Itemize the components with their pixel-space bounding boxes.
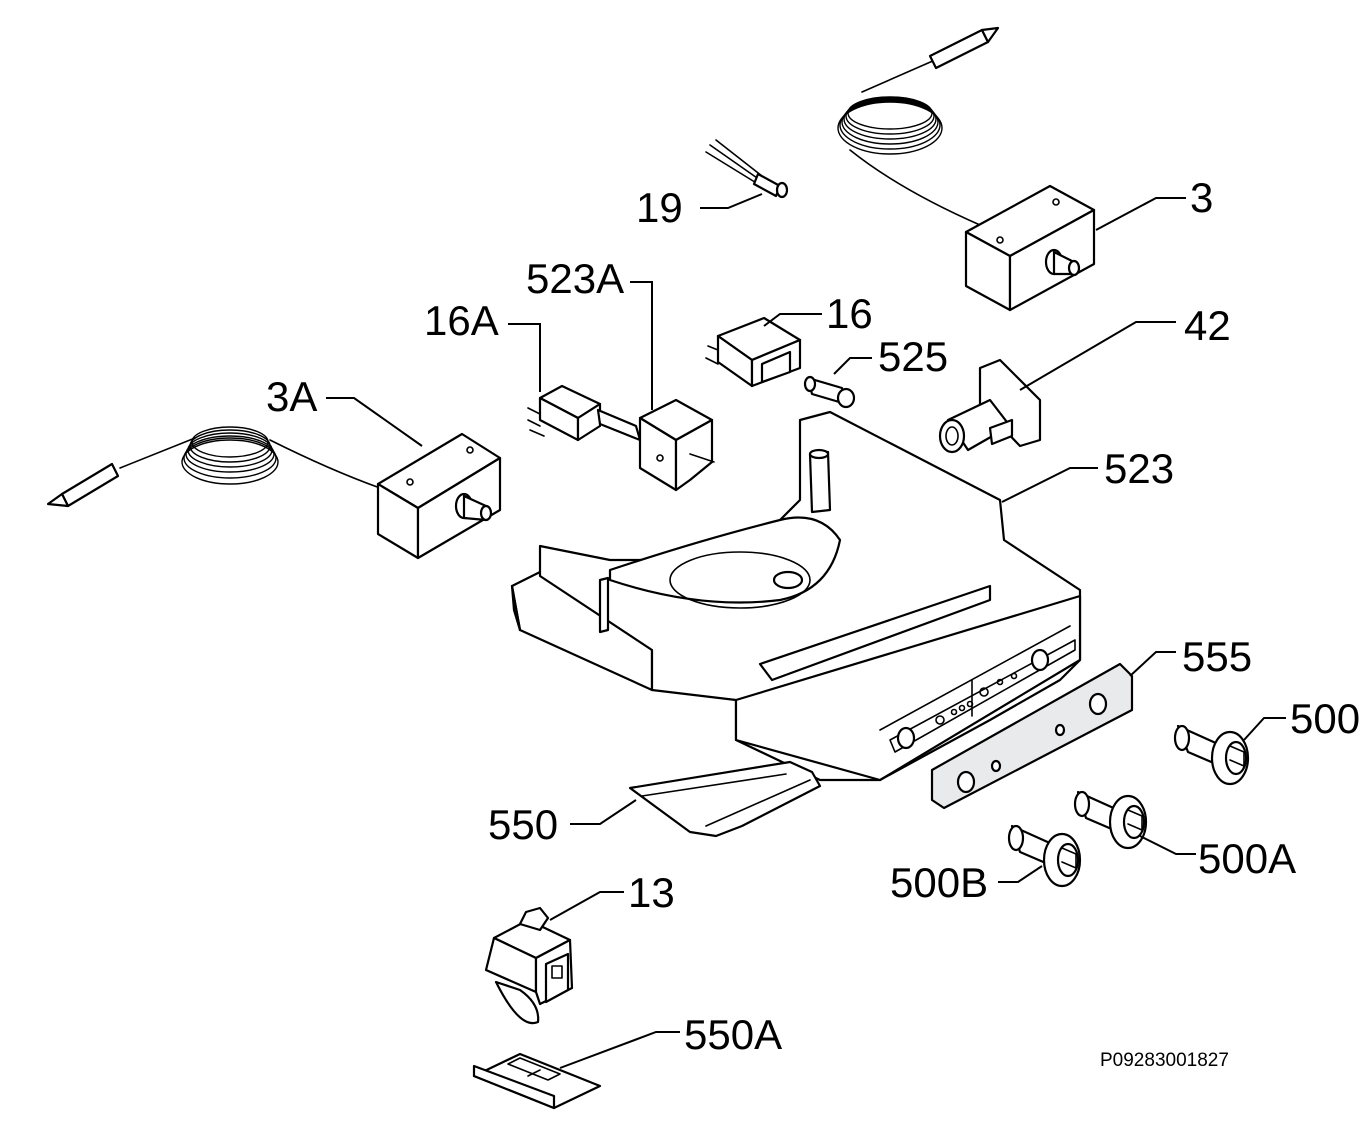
label-16a: 16A xyxy=(424,297,499,344)
label-42: 42 xyxy=(1184,302,1231,349)
label-500: 500 xyxy=(1290,695,1360,742)
part-500b-knob xyxy=(1007,824,1082,888)
part-500a-knob xyxy=(1073,790,1148,850)
part-3a-sensor-bulb xyxy=(46,462,120,508)
label-19: 19 xyxy=(636,184,683,231)
label-523: 523 xyxy=(1104,445,1174,492)
label-523a: 523A xyxy=(526,255,624,302)
part-13-door-switch xyxy=(484,906,574,1025)
part-42-lamp-holder xyxy=(938,358,1042,454)
part-550a-clip xyxy=(472,1052,602,1110)
part-16a-switch xyxy=(527,384,642,442)
label-16: 16 xyxy=(826,290,873,337)
label-525: 525 xyxy=(878,333,948,380)
leader-lines xyxy=(326,193,1286,1069)
label-550: 550 xyxy=(488,801,558,848)
part-19-wired-lamp xyxy=(705,139,789,199)
part-550-deflector xyxy=(628,760,822,838)
part-3-thermostat xyxy=(837,26,1096,312)
label-500a: 500A xyxy=(1198,835,1296,882)
part-3-capillary-coil xyxy=(837,59,981,226)
part-3a-capillary-coil xyxy=(119,426,381,489)
label-3a: 3A xyxy=(266,373,317,420)
label-3: 3 xyxy=(1190,174,1213,221)
part-500-knob xyxy=(1173,724,1250,786)
part-labels: 19 3 523A 16A 16 525 42 3A 523 555 500 5… xyxy=(266,174,1360,1071)
label-555: 555 xyxy=(1182,633,1252,680)
part-523-housing xyxy=(510,410,1082,782)
part-525-lamp xyxy=(803,375,856,409)
label-500b: 500B xyxy=(890,859,988,906)
part-555-panel-strip xyxy=(930,662,1134,810)
label-550a: 550A xyxy=(684,1011,782,1058)
document-code: P09283001827 xyxy=(1100,1050,1229,1071)
part-3a-thermostat xyxy=(46,426,502,560)
part-3-housing xyxy=(964,184,1096,312)
part-16-rocker-switch xyxy=(705,316,802,388)
part-523a-bracket xyxy=(638,398,715,492)
label-13: 13 xyxy=(628,869,675,916)
part-3a-housing xyxy=(376,432,502,560)
part-3-sensor-bulb xyxy=(928,26,1000,70)
